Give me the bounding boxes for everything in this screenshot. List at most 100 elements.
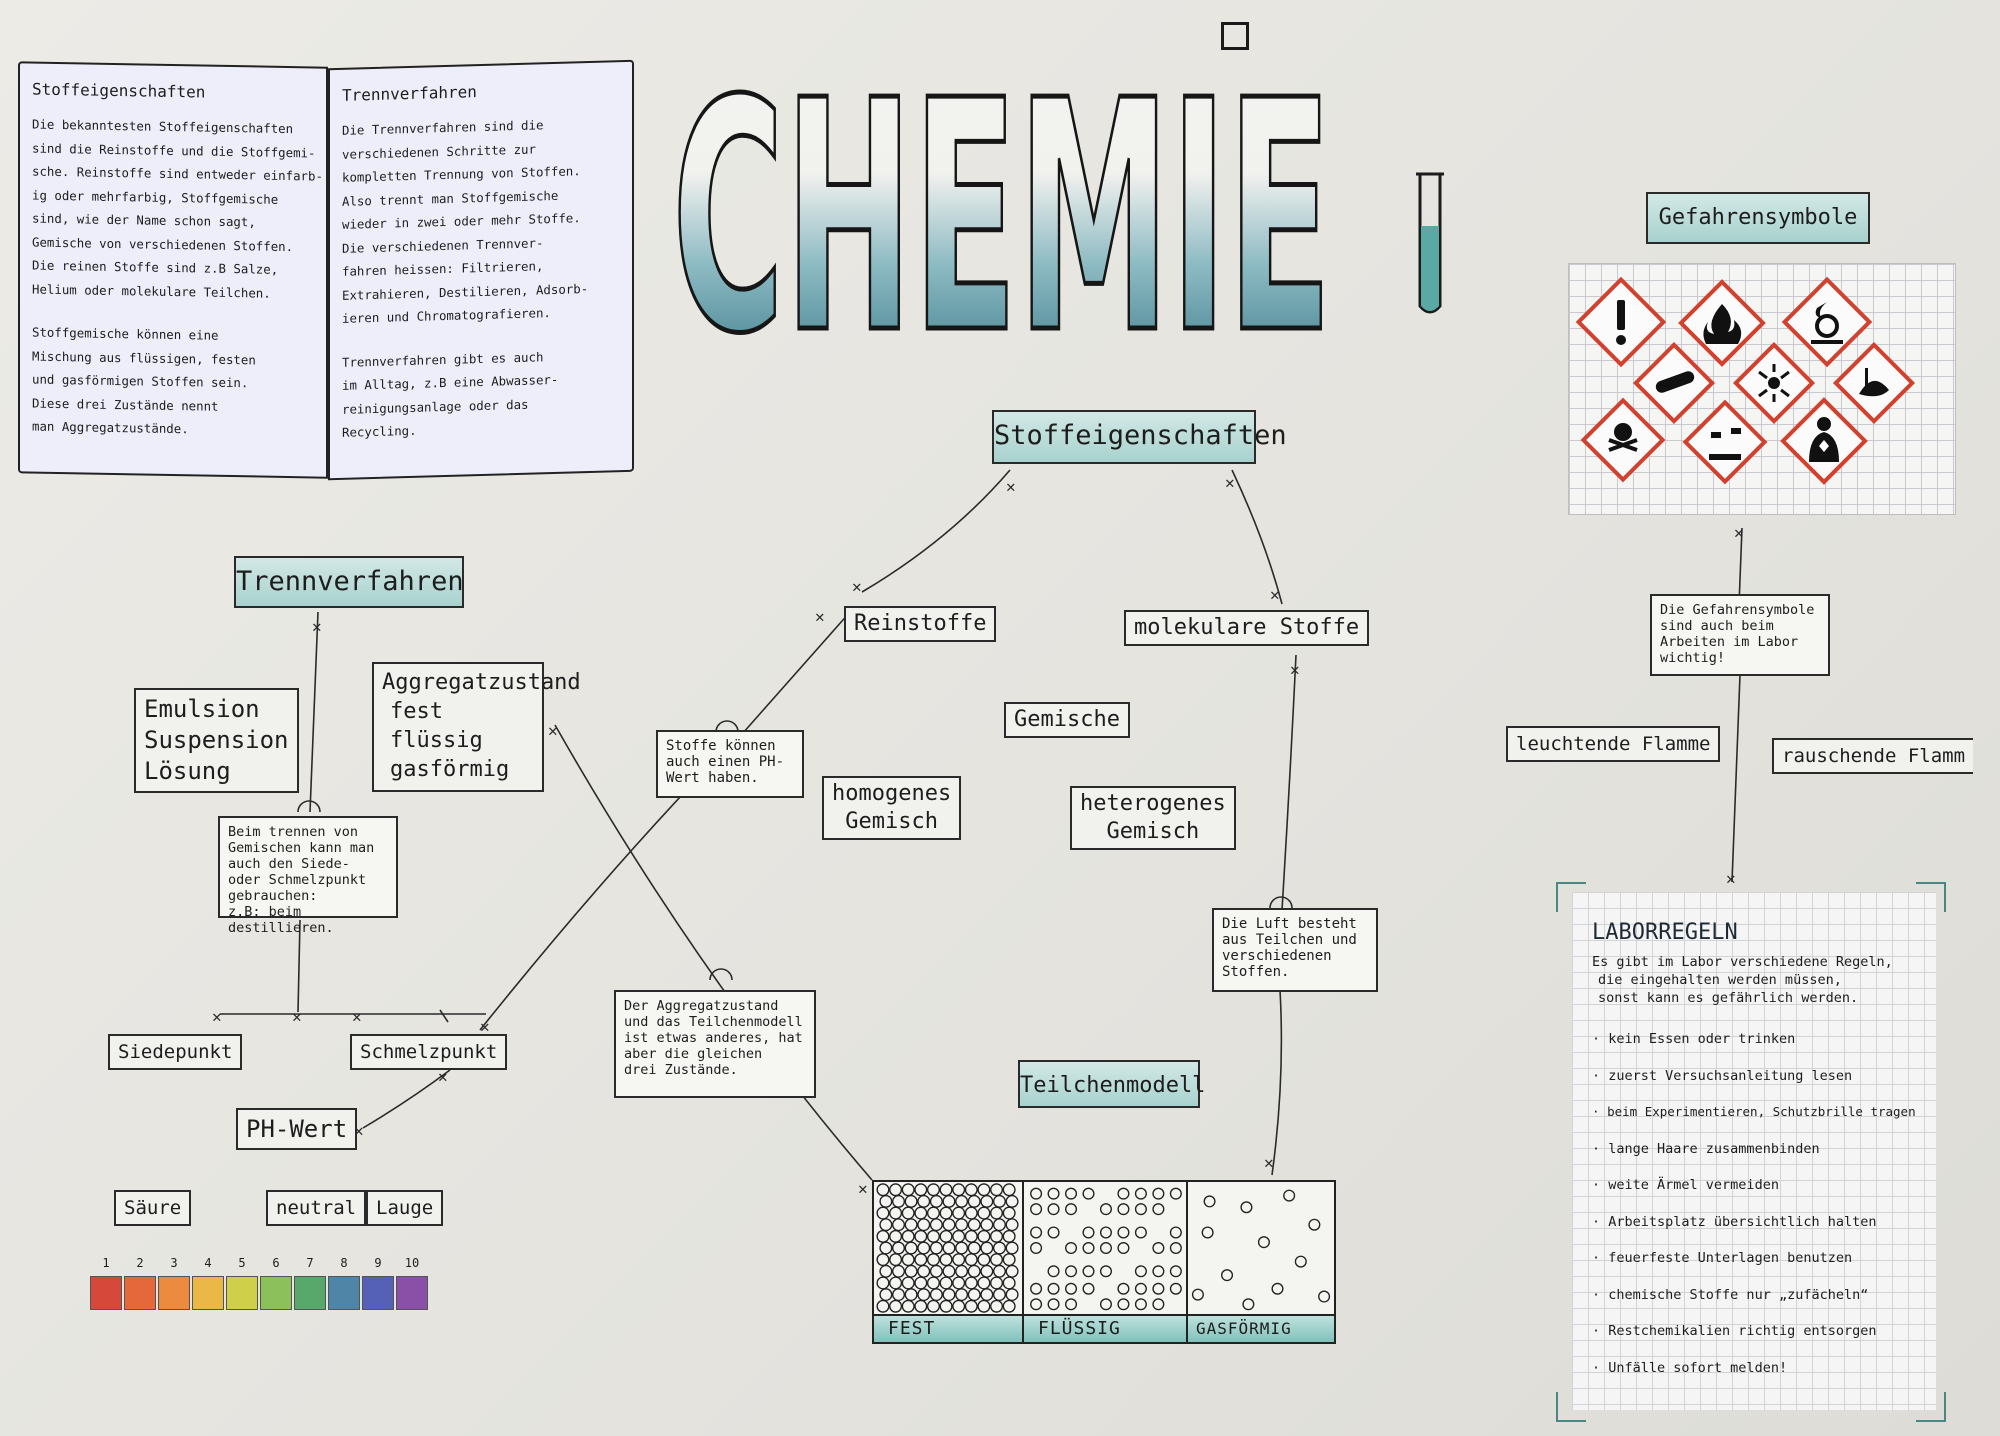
solid-particle <box>952 1276 966 1290</box>
laborregeln-title: LABORREGELN <box>1592 920 1738 945</box>
ph-color-swatch <box>362 1276 394 1310</box>
svg-text:✕: ✕ <box>1726 869 1736 888</box>
solid-particle <box>1002 1253 1016 1267</box>
solid-particle <box>992 1218 1006 1232</box>
book-right-heading: Trennverfahren <box>342 82 477 105</box>
ph-color-swatch <box>124 1276 156 1310</box>
label-schmelzpunkt: Schmelzpunkt <box>350 1034 508 1070</box>
solid-particle <box>1005 1288 1019 1302</box>
solid-particle <box>891 1264 906 1278</box>
solid-particle <box>939 1299 953 1313</box>
solid-particle <box>942 1288 956 1302</box>
solid-particle <box>992 1241 1006 1255</box>
liquid-particle <box>1169 1282 1182 1295</box>
solid-particle <box>939 1276 953 1290</box>
liquid-particle <box>1134 1282 1147 1295</box>
gas-particle <box>1257 1236 1270 1249</box>
title-stoffeigenschaften: Stoffeigenschaften <box>992 410 1287 464</box>
solid-particle <box>952 1183 966 1197</box>
particle-cell-liquid <box>1022 1180 1188 1316</box>
liquid-particle <box>1117 1187 1130 1200</box>
ph-number: 1 <box>102 1256 110 1270</box>
solid-particle <box>879 1241 893 1255</box>
label-lauge: Lauge <box>366 1190 444 1226</box>
laborregeln-card: LABORREGELN Es gibt im Labor verschieden… <box>1572 892 1936 1410</box>
liquid-particle <box>1099 1226 1112 1239</box>
solid-particle <box>926 1299 940 1313</box>
solid-particle <box>929 1194 943 1208</box>
solid-particle <box>967 1194 981 1208</box>
i-dot-square <box>1221 22 1249 50</box>
liquid-particle <box>1047 1265 1060 1278</box>
state-label-fluessig: FLÜSSIG <box>1022 1314 1188 1344</box>
solid-particle <box>977 1253 991 1267</box>
ph-number: 5 <box>238 1256 246 1270</box>
solid-particle <box>990 1299 1004 1313</box>
labor-corner-tl <box>1556 882 1586 912</box>
solid-particle <box>917 1241 931 1255</box>
liquid-particle <box>1117 1226 1130 1239</box>
svg-text:✕: ✕ <box>858 1179 868 1198</box>
liquid-particle <box>1065 1241 1078 1255</box>
solid-particle <box>955 1288 969 1302</box>
solid-particle <box>926 1183 940 1197</box>
state-label-gasfoermig: GASFÖRMIG <box>1186 1314 1336 1344</box>
title-trennverfahren: Trennverfahren <box>234 556 464 608</box>
liquid-particle <box>1152 1265 1165 1278</box>
labor-rule: kein Essen oder trinken <box>1592 1021 1916 1058</box>
svg-text:✕: ✕ <box>1264 1153 1274 1172</box>
particle-cell-solid <box>872 1180 1024 1316</box>
liquid-particle <box>1065 1282 1078 1295</box>
solid-particle <box>952 1299 966 1313</box>
gas-particle <box>1240 1201 1253 1214</box>
solid-particle <box>955 1194 969 1208</box>
svg-text:✕: ✕ <box>1734 523 1744 542</box>
solid-particle <box>876 1206 890 1220</box>
labor-corner-tr <box>1916 882 1946 912</box>
open-book: Stoffeigenschaften Die bekanntesten Stof… <box>18 44 634 496</box>
labor-rule: beim Experimentieren, Schutzbrille trage… <box>1592 1094 1916 1131</box>
solid-particle <box>952 1229 966 1243</box>
label-gemische: Gemische <box>1004 702 1130 738</box>
liquid-particle <box>1099 1241 1112 1255</box>
ph-color-swatch <box>294 1276 326 1310</box>
solid-particle <box>977 1276 991 1290</box>
liquid-particle <box>1117 1298 1130 1311</box>
svg-text:✕: ✕ <box>212 1007 222 1026</box>
label-ph-wert: PH-Wert <box>236 1108 358 1150</box>
liquid-particle <box>1117 1282 1130 1295</box>
liquid-particle <box>1030 1226 1043 1239</box>
solid-particle <box>977 1183 991 1197</box>
liquid-particle <box>1169 1241 1182 1255</box>
solid-particle <box>992 1264 1006 1278</box>
solid-particle <box>876 1253 890 1267</box>
solid-particle <box>939 1183 953 1197</box>
solid-particle <box>879 1288 893 1302</box>
liquid-particle <box>1065 1265 1078 1278</box>
liquid-particle <box>1152 1203 1165 1216</box>
labor-rule: feuerfeste Unterlagen benutzen <box>1592 1240 1916 1277</box>
solid-particle <box>904 1288 918 1302</box>
ph-number: 2 <box>136 1256 144 1270</box>
book-left-heading: Stoffeigenschaften <box>32 79 206 102</box>
solid-particle <box>939 1253 953 1267</box>
liquid-particle <box>1065 1203 1078 1216</box>
ph-number: 8 <box>340 1256 348 1270</box>
svg-text:✕: ✕ <box>312 617 322 636</box>
solid-particle <box>901 1253 915 1267</box>
gas-particle <box>1242 1298 1255 1311</box>
solid-particle <box>942 1241 956 1255</box>
solid-particle <box>904 1218 918 1232</box>
solid-particle <box>1002 1229 1016 1243</box>
liquid-particle <box>1099 1265 1112 1278</box>
solid-particle <box>1005 1241 1019 1255</box>
label-siedepunkt: Siedepunkt <box>108 1034 243 1070</box>
hazard-corrosive-icon <box>1682 399 1768 485</box>
svg-text:✕: ✕ <box>815 607 825 626</box>
